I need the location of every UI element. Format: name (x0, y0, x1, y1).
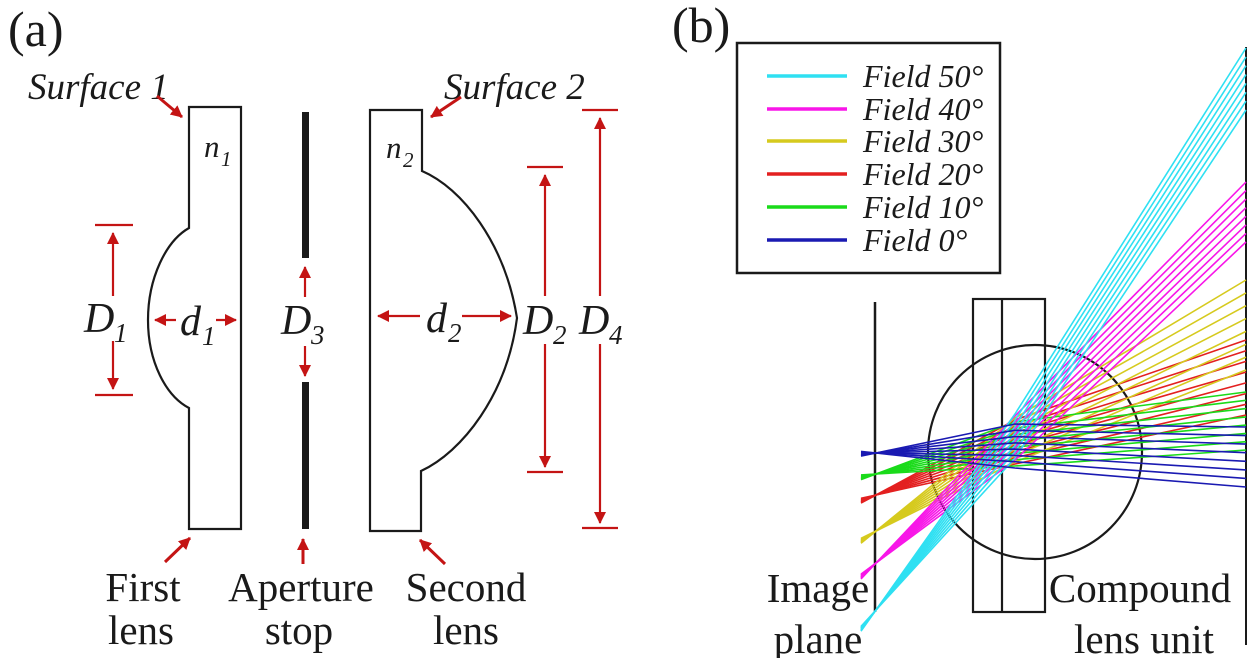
svg-text:Aperture: Aperture (228, 564, 374, 610)
legend-box (735, 41, 1002, 275)
first-lens-caption: First lens (105, 564, 181, 653)
lens-unit-caption: Compound lens unit (1049, 565, 1231, 658)
ray (860, 449, 1247, 476)
ray (860, 414, 1247, 500)
svg-text:lens unit: lens unit (1074, 616, 1215, 658)
aperture-stop-caption: Aperture stop (228, 564, 374, 653)
svg-text:D: D (522, 298, 553, 344)
dim-D2: D 2 (522, 165, 567, 474)
second-lens-pointer-arrow (418, 538, 447, 566)
svg-text:1: 1 (202, 321, 216, 351)
svg-text:1: 1 (114, 318, 128, 348)
aperture-stop-bottom-bar (302, 382, 309, 529)
legend-item-field-0: Field 0° (767, 222, 968, 258)
dim-D1: D 1 (83, 223, 133, 397)
svg-text:Image: Image (767, 565, 869, 611)
svg-text:First: First (105, 564, 181, 610)
svg-text:plane: plane (774, 616, 863, 658)
svg-text:Field 20°: Field 20° (862, 156, 984, 192)
legend-item-field-40: Field 40° (767, 91, 984, 127)
svg-text:stop: stop (265, 607, 333, 653)
panel-a-tag: (a) (8, 1, 64, 57)
panel-b-tag: (b) (672, 0, 730, 53)
surface1-pointer-arrow (156, 94, 183, 119)
svg-text:n: n (204, 129, 220, 164)
svg-text:lens: lens (433, 607, 499, 653)
first-lens-shape (146, 105, 243, 531)
svg-text:1: 1 (221, 147, 232, 171)
svg-text:Second: Second (406, 564, 527, 610)
aperture-stop-top-bar (302, 112, 309, 258)
image-plane-caption: Image plane (767, 565, 869, 658)
ray (860, 109, 1247, 627)
svg-text:3: 3 (310, 320, 325, 350)
surface2-label: Surface 2 (444, 67, 585, 108)
legend-item-field-30: Field 30° (767, 123, 984, 159)
ray (860, 450, 1247, 488)
svg-text:D: D (578, 298, 609, 344)
svg-text:4: 4 (609, 320, 623, 350)
panel-b: (b) Field 50° Field 40° Field 30° (672, 0, 1247, 658)
svg-text:2: 2 (553, 320, 567, 350)
svg-text:Field 30°: Field 30° (862, 123, 984, 159)
svg-text:n: n (386, 130, 402, 165)
svg-text:Compound: Compound (1049, 565, 1231, 611)
second-lens-caption: Second lens (406, 564, 527, 653)
svg-text:D: D (280, 298, 311, 344)
svg-text:d: d (180, 299, 202, 345)
panel-a: (a) Surface 1 Surface 2 n 1 n 2 D 1 (8, 1, 623, 653)
svg-text:Field 0°: Field 0° (862, 222, 968, 258)
legend-item-field-50: Field 50° (767, 58, 984, 94)
dim-d1: d 1 (154, 299, 237, 351)
surface2-pointer-arrow (430, 95, 462, 119)
svg-text:Field 50°: Field 50° (862, 58, 984, 94)
dim-D4: D 4 (578, 108, 623, 530)
legend-item-field-10: Field 10° (767, 189, 984, 225)
second-lens-shape (368, 108, 519, 533)
svg-text:2: 2 (448, 318, 462, 348)
dim-D3: D 3 (280, 266, 325, 377)
svg-text:2: 2 (403, 148, 414, 172)
svg-text:D: D (83, 296, 114, 342)
svg-text:Field 10°: Field 10° (862, 189, 984, 225)
first-lens-pointer-arrow (163, 536, 192, 564)
svg-text:Field 40°: Field 40° (862, 91, 984, 127)
legend-item-field-20: Field 20° (767, 156, 984, 192)
n1-label: n 1 (204, 129, 232, 171)
legend: Field 50° Field 40° Field 30° Field 20° … (735, 41, 1002, 275)
ray-bundles (860, 47, 1247, 632)
svg-text:lens: lens (108, 607, 174, 653)
dim-d2: d 2 (377, 296, 512, 348)
svg-text:d: d (426, 296, 448, 342)
surface1-label: Surface 1 (28, 67, 169, 108)
n2-label: n 2 (386, 130, 414, 172)
